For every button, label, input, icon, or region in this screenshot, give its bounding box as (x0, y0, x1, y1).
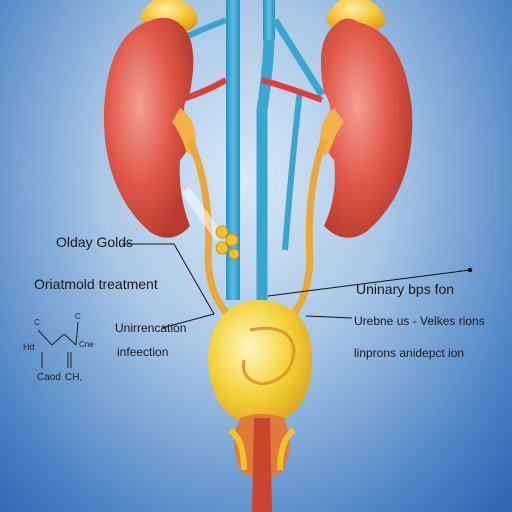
left-kidney (103, 17, 194, 238)
chem-cne: Cne (79, 340, 94, 349)
left-ureter (186, 138, 235, 321)
gland-cluster (180, 187, 240, 260)
bladder-inner-fold (241, 326, 296, 386)
bladder (208, 300, 313, 426)
urethra (252, 418, 272, 512)
label-urebne-us: Urebne us - Velkes rions (354, 314, 485, 328)
right-ureter (287, 138, 328, 321)
chem-c-right: C (75, 312, 81, 321)
label-linprons: linprons anidepct ion (354, 346, 465, 360)
chem-caod: Caod (37, 372, 61, 383)
chem-c-left: C (34, 318, 40, 327)
molecule-diagram (37, 321, 79, 368)
label-oriatmold-treatment: Oriatmold treatment (34, 276, 158, 292)
chem-hd: Hd (23, 342, 35, 352)
label-infeection: infeection (117, 345, 169, 359)
label-uninary-bps-fon: Uninary bps fon (356, 281, 455, 297)
label-unirrencation: Unirrencation (115, 321, 187, 335)
label-olday-golds: Olday Golds (56, 234, 134, 250)
vena-cava (178, 0, 325, 300)
chem-ch: CH, (65, 372, 83, 383)
leader-lines (122, 243, 473, 329)
right-kidney (320, 18, 413, 238)
